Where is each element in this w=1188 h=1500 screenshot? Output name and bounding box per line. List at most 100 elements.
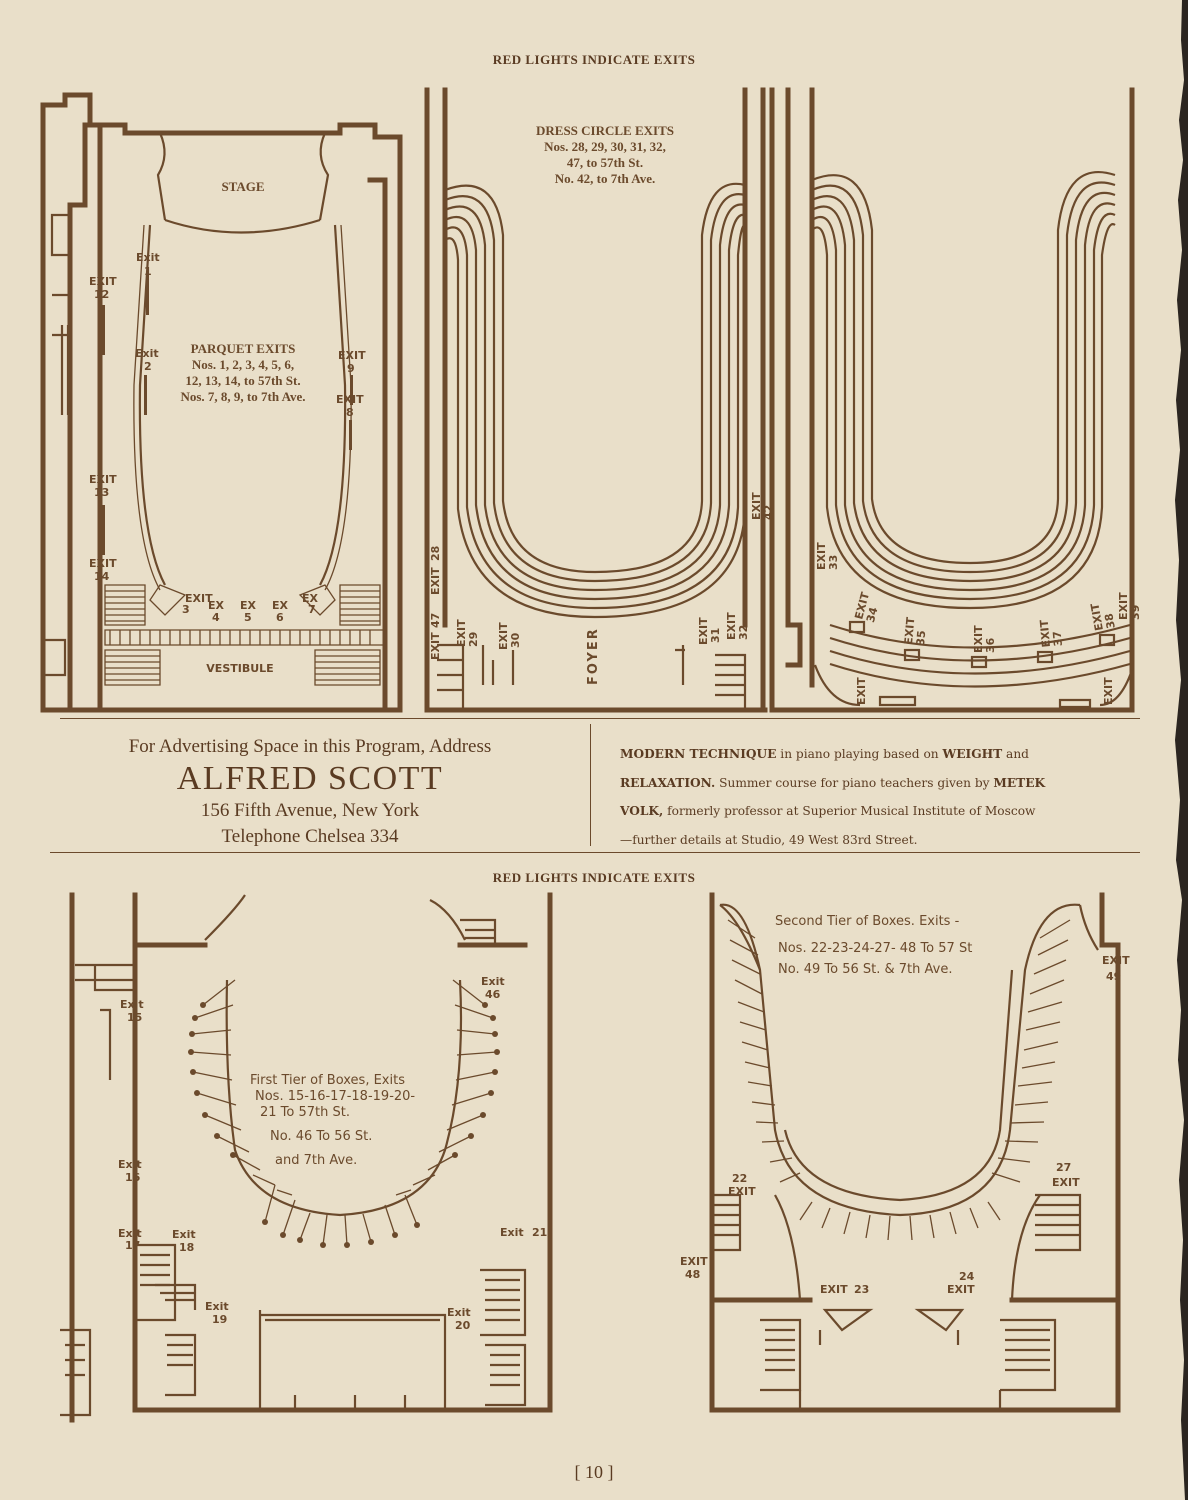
exit-33-word: EXIT [815,542,828,570]
exit-17-word: Exit [118,1227,142,1240]
exit-2-word: Exit [135,347,159,360]
exit-13-word: EXIT [89,473,117,486]
exit-46-word: Exit [481,975,505,988]
exit-37-num: 37 [1051,630,1065,646]
exit-12-word: EXIT [89,275,117,288]
ad-top-rule [60,718,1140,719]
exit-49-num: 49 [1106,970,1121,983]
exit-42-word: EXIT [750,492,763,520]
exit-49-word: EXIT [1102,954,1130,967]
exit-5-num: 5 [244,611,252,624]
stage-label: STAGE [221,179,264,194]
exit-31-word: EXIT [697,617,710,645]
exit-47-num: 47 [429,613,442,628]
exit-15-num: 15 [127,1011,142,1024]
exit-18-num: 18 [179,1241,194,1254]
first-tier-line4: No. 46 To 56 St. [270,1129,372,1144]
first-tier-line5: and 7th Ave. [275,1153,357,1168]
second-tier-line3: No. 49 To 56 St. & 7th Ave. [778,962,952,977]
exit-6-num: 6 [276,611,284,624]
exit-5-word: EX [240,599,257,612]
foyer-label: FOYER [586,627,601,685]
exit-28-num: 28 [429,546,442,561]
ad-right-bold5: VOLK, [620,804,664,818]
ad-right-text1: in piano playing based on [776,747,943,761]
exit-28-word: EXIT [429,567,442,595]
first-tier-line1: First Tier of Boxes, Exits [250,1073,405,1088]
ad-left-name: ALFRED SCOTT [176,760,444,797]
exit-32-num: 32 [737,625,750,640]
exit-21-word: Exit [500,1226,524,1239]
parquet-title: PARQUET EXITS [191,341,296,356]
exit-8-num: 8 [346,406,354,419]
exit-7-num: 7 [308,603,316,616]
advertising-notice: For Advertising Space in this Program, A… [60,736,560,850]
exit-35-num: 35 [914,630,928,646]
exit-47-word: EXIT [429,632,442,660]
dress-line3: No. 42, to 7th Ave. [555,171,656,186]
exit-3-word: EXIT [185,592,213,605]
ad-left-line1: For Advertising Space in this Program, A… [128,736,492,757]
exit-38-num: 38 [1102,612,1117,629]
exit-39-word: EXIT [1117,592,1130,620]
exit-24-num: 24 [959,1270,975,1283]
exit-27-num: 27 [1056,1161,1071,1174]
exit-48-num: 48 [685,1268,700,1281]
exit-31-num: 31 [709,628,722,643]
first-tier-line2: Nos. 15-16-17-18-19-20- [255,1089,415,1104]
second-tier-line2: Nos. 22-23-24-27- 48 To 57 St [778,941,972,956]
exit-14-word: EXIT [89,557,117,570]
exit-19-num: 19 [212,1313,227,1326]
exit-30-num: 30 [509,632,522,648]
exit-29-word: EXIT [455,619,468,647]
torn-paper-edge [1175,0,1188,1500]
second-tier-line1: Second Tier of Boxes. Exits - [775,914,960,929]
exit-12-num: 12 [94,288,109,301]
exit-6-word: EX [272,599,289,612]
ad-bottom-rule [50,852,1140,853]
exit-30-word: EXIT [497,622,510,650]
exit-7-word: EX [302,592,319,605]
exit-38-word: EXIT [1088,602,1106,632]
exit-1-word: Exit [136,251,160,264]
parquet-line3: Nos. 7, 8, 9, to 7th Ave. [180,389,305,404]
exit-1-num: 1 [144,265,152,278]
ad-right-bold4: METEK [993,775,1046,790]
ad-right-bold3: RELAXATION. [620,775,716,790]
ad-right-bold1: MODERN TECHNIQUE [620,747,777,761]
exit-37-word: EXIT [1038,619,1053,648]
exit-36-word: EXIT [972,625,985,653]
top-header: RED LIGHTS INDICATE EXITS [492,52,696,67]
exit-48-word: EXIT [680,1255,708,1268]
ad-divider [590,724,591,846]
exit-29-num: 29 [467,632,480,647]
exit-9-word: EXIT [338,349,366,362]
exit-18-word: Exit [172,1228,196,1241]
exit-46-num: 46 [485,988,501,1001]
exit-14-num: 14 [94,570,110,583]
vestibule-label: VESTIBULE [206,662,273,675]
ad-right-text5: —further details at Studio, 49 West 83rd… [620,832,918,847]
exit-34-num: 34 [864,605,881,623]
exit-39-num: 39 [1129,605,1142,620]
ad-right-bold2: WEIGHT [942,747,1003,761]
exit-36-num: 36 [984,637,997,653]
exit-24-word: EXIT [947,1283,975,1296]
exit-23-num: 23 [854,1283,869,1296]
dress-line2: 47, to 57th St. [567,155,643,170]
ad-right-text4: formerly professor at Superior Musical I… [663,804,1036,818]
ad-left-phone: Telephone Chelsea 334 [221,826,399,847]
exit-4-num: 4 [212,611,220,624]
exit-17-num: 17 [125,1239,140,1252]
dress-title: DRESS CIRCLE EXITS [536,123,674,138]
dress-line1: Nos. 28, 29, 30, 31, 32, [544,139,666,154]
parquet-line1: Nos. 1, 2, 3, 4, 5, 6, [192,357,294,372]
exit-35-word: EXIT [902,616,917,645]
exit-23-word: EXIT [820,1283,848,1296]
exit-bottom-left-word: EXIT [855,677,868,705]
bottom-header: RED LIGHTS INDICATE EXITS [492,870,696,885]
exit-21-num: 21 [532,1226,547,1239]
